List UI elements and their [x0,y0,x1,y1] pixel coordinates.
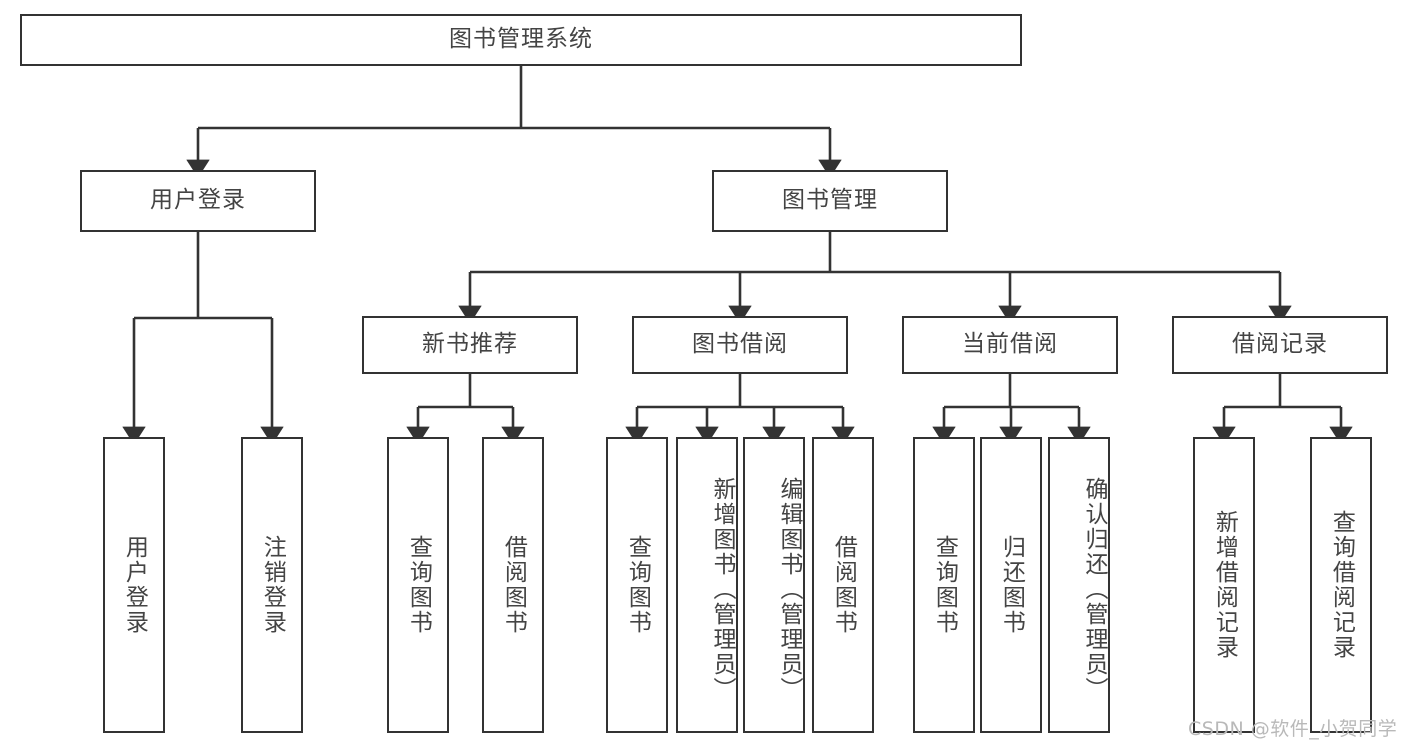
node-level3-3[interactable]: 借阅记录 [1172,316,1388,374]
node-label: 用户登录 [150,187,246,214]
node-label: 图书管理系统 [449,26,593,53]
node-leaf-4[interactable]: 查询图书 [606,437,668,733]
node-leaf-5[interactable]: 新增图书（管理员） [676,437,738,733]
node-label: 借阅图书 [830,535,857,635]
node-label: 查询图书 [405,535,432,635]
node-label: 编辑图书（管理员） [776,476,802,702]
node-leaf-9[interactable]: 归还图书 [980,437,1042,733]
node-label: 图书管理 [782,187,878,214]
node-label: 当前借阅 [962,331,1058,358]
node-label: 借阅记录 [1232,331,1328,358]
node-level3-2[interactable]: 当前借阅 [902,316,1118,374]
node-leaf-10[interactable]: 确认归还（管理员） [1048,437,1110,733]
node-leaf-12[interactable]: 查询借阅记录 [1310,437,1372,733]
node-level3-1[interactable]: 图书借阅 [632,316,848,374]
node-label: 新书推荐 [422,331,518,358]
node-leaf-3[interactable]: 借阅图书 [482,437,544,733]
node-leaf-11[interactable]: 新增借阅记录 [1193,437,1255,733]
node-leaf-1[interactable]: 注销登录 [241,437,303,733]
node-label: 确认归还（管理员） [1081,476,1107,702]
node-label: 归还图书 [998,535,1025,635]
node-leaf-2[interactable]: 查询图书 [387,437,449,733]
node-root-book-management-system[interactable]: 图书管理系统 [20,14,1022,66]
node-level3-0[interactable]: 新书推荐 [362,316,578,374]
node-label: 查询图书 [931,535,958,635]
node-leaf-7[interactable]: 借阅图书 [812,437,874,733]
node-level2-0[interactable]: 用户登录 [80,170,316,232]
node-label: 用户登录 [121,535,148,635]
node-label: 新增图书（管理员） [709,476,735,702]
node-label: 查询图书 [624,535,651,635]
node-leaf-8[interactable]: 查询图书 [913,437,975,733]
node-label: 图书借阅 [692,331,788,358]
node-leaf-6[interactable]: 编辑图书（管理员） [743,437,805,733]
node-label: 注销登录 [259,535,286,635]
node-label: 新增借阅记录 [1211,510,1238,660]
node-leaf-0[interactable]: 用户登录 [103,437,165,733]
node-label: 借阅图书 [500,535,527,635]
node-label: 查询借阅记录 [1328,510,1355,660]
node-level2-1[interactable]: 图书管理 [712,170,948,232]
